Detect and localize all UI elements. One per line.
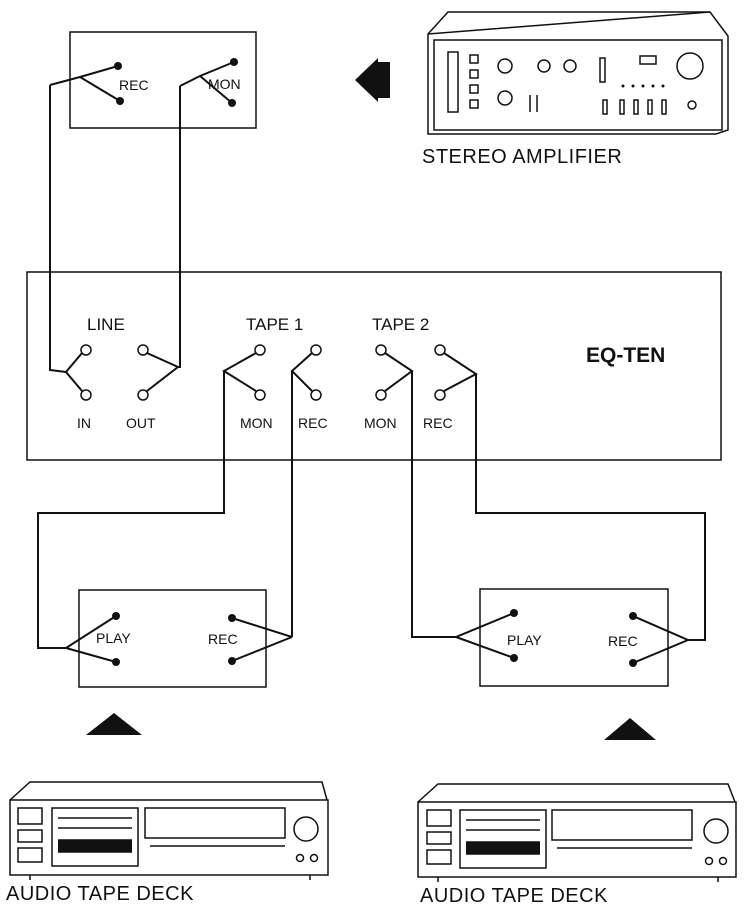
cable-amp-mon-to-line-out xyxy=(178,86,181,368)
tape2-rec-top-jack xyxy=(434,344,446,356)
stereo-amplifier-label: STEREO AMPLIFIER xyxy=(422,146,622,168)
deck1-rec-label: REC xyxy=(208,631,238,647)
eq-jacks xyxy=(80,344,446,401)
amp-mon-label: MON xyxy=(208,76,241,92)
tape2-mon-plug xyxy=(384,352,414,392)
line-out-plug xyxy=(146,352,180,392)
eq-ten-panel xyxy=(26,271,722,461)
tape2-mon-label: MON xyxy=(364,415,397,431)
deck1-play-connector xyxy=(65,612,120,666)
deck1-up-arrow-icon xyxy=(86,713,142,735)
audio-tape-deck-1-icon xyxy=(9,781,329,880)
line-label: LINE xyxy=(87,315,125,334)
tape2-rec-plug xyxy=(443,352,478,392)
cable-amp-rec-to-line-in xyxy=(49,85,67,373)
amp-mon-connector xyxy=(179,58,238,107)
tape2-rec-bottom-jack xyxy=(434,389,446,401)
left-arrow-icon xyxy=(355,58,378,102)
deck2-rec-connector xyxy=(629,612,689,667)
tape1-rec-bottom-jack xyxy=(310,389,322,401)
line-out-top-jack xyxy=(137,344,149,356)
left-arrow-shaft xyxy=(376,62,390,98)
deck1-rec-connector xyxy=(228,614,293,665)
line-in-label: IN xyxy=(77,415,91,431)
line-in-bottom-jack xyxy=(80,389,92,401)
tape1-mon-top-jack xyxy=(254,344,266,356)
deck2-label: AUDIO TAPE DECK xyxy=(420,885,608,907)
cable-tape1-mon-to-deck1-play xyxy=(37,371,225,649)
deck2-play-connector xyxy=(455,609,518,662)
cable-tape2-rec-to-deck2-rec xyxy=(475,374,706,641)
line-out-bottom-jack xyxy=(137,389,149,401)
tape1-mon-plug xyxy=(222,352,257,392)
audio-tape-deck-2-icon xyxy=(417,783,737,882)
amp-rec-label: REC xyxy=(119,77,149,93)
deck2-play-label: PLAY xyxy=(507,632,542,648)
line-out-label: OUT xyxy=(126,415,156,431)
tape1-mon-label: MON xyxy=(240,415,273,431)
line-in-top-jack xyxy=(80,344,92,356)
tape1-mon-bottom-jack xyxy=(254,389,266,401)
tape1-rec-top-jack xyxy=(310,344,322,356)
deck2-rec-label: REC xyxy=(608,633,638,649)
stereo-amplifier-icon xyxy=(427,11,729,135)
tape2-rec-label: REC xyxy=(423,415,453,431)
tape1-rec-label: REC xyxy=(298,415,328,431)
deck1-label: AUDIO TAPE DECK xyxy=(6,883,194,905)
deck2-jack-panel xyxy=(479,588,669,687)
tape2-mon-top-jack xyxy=(375,344,387,356)
line-in-plug xyxy=(64,352,83,392)
deck1-play-label: PLAY xyxy=(96,630,131,646)
tape1-rec-plug xyxy=(290,352,313,392)
tape2-label: TAPE 2 xyxy=(372,315,429,334)
tape1-label: TAPE 1 xyxy=(246,315,303,334)
amp-rec-connector xyxy=(49,62,124,105)
cable-tape2-mon-to-deck2-play xyxy=(411,371,456,638)
eq-ten-name: EQ-TEN xyxy=(586,344,665,367)
deck2-up-arrow-icon xyxy=(604,718,656,740)
tape2-mon-bottom-jack xyxy=(375,389,387,401)
